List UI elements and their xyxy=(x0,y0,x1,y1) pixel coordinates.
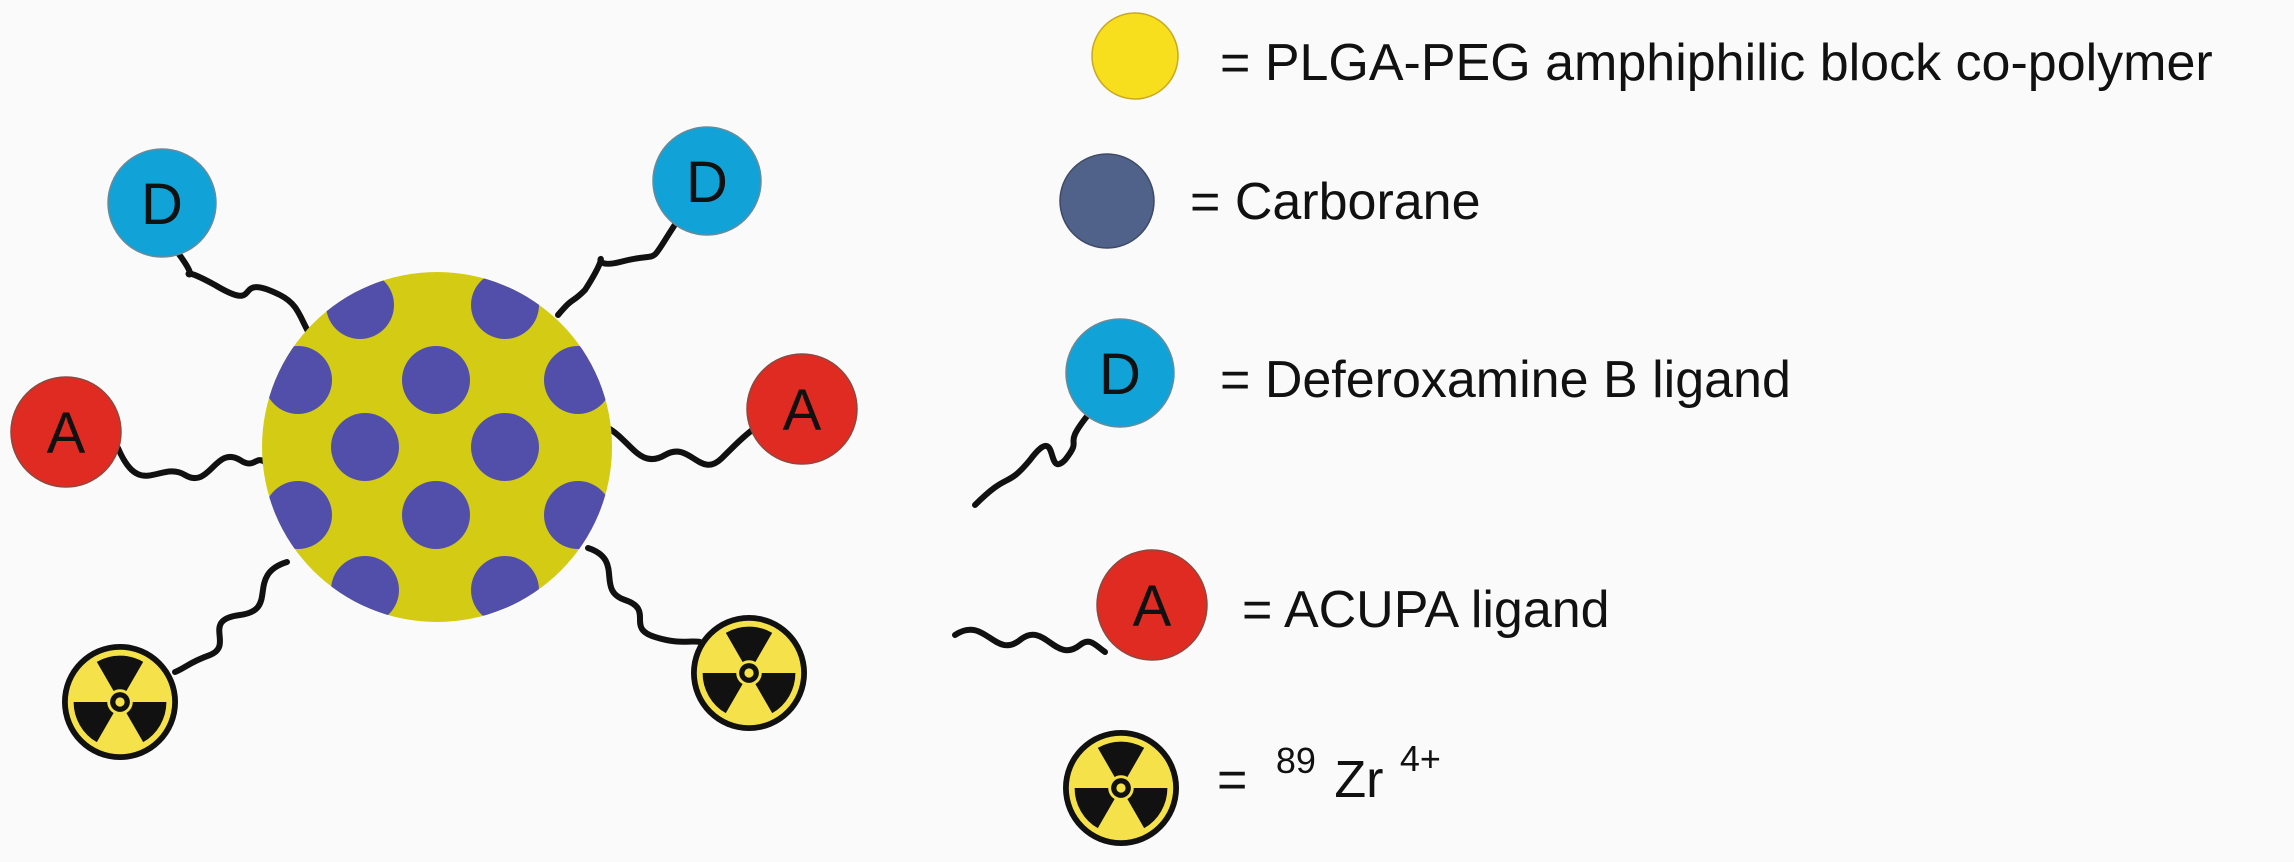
acupa-letter: A xyxy=(1133,574,1172,639)
carborane-dot xyxy=(264,481,332,549)
red-circle-icon xyxy=(1096,549,1208,661)
trefoil-center-hole xyxy=(115,697,125,707)
blue-circle-icon xyxy=(107,148,217,258)
legend-item-acupa: A = ACUPA ligand xyxy=(952,549,1610,661)
tether-acupa-left xyxy=(115,445,268,481)
carborane-dot xyxy=(544,346,612,414)
acupa-letter: A xyxy=(783,378,822,443)
trefoil-blade xyxy=(73,702,114,743)
deferoxamine-ligand-right: D xyxy=(652,126,762,236)
zr-mass-number: 89 xyxy=(1276,740,1316,781)
tether-acupa-right xyxy=(605,425,758,468)
blue-circle-icon xyxy=(1065,318,1175,428)
trefoil-blade xyxy=(1127,788,1168,829)
trefoil-center-hole xyxy=(1116,783,1126,793)
carborane-dot xyxy=(471,272,539,339)
legend-label-carborane: = Carborane xyxy=(1190,173,1481,231)
carborane-dot xyxy=(331,556,399,622)
carborane-dot xyxy=(471,413,539,481)
carborane-dot xyxy=(402,481,470,549)
radiation-trefoil-icon xyxy=(1063,730,1179,846)
trefoil-blade xyxy=(725,626,773,662)
blue-circle-icon xyxy=(652,126,762,236)
legend-item-deferoxamine: D = Deferoxamine B ligand xyxy=(972,318,1791,508)
tether-deferoxamine-right xyxy=(555,220,679,318)
yellow-circle-icon xyxy=(1091,12,1179,100)
zr-equals: = xyxy=(1217,751,1247,809)
trefoil-blade xyxy=(126,702,167,743)
deferoxamine-letter: D xyxy=(686,150,728,215)
trefoil-blade xyxy=(1097,741,1145,777)
plga-peg-core-circle xyxy=(262,272,612,622)
tether-zirconium-right xyxy=(585,545,703,645)
trefoil-blade xyxy=(1074,788,1115,829)
zr-symbol: Zr xyxy=(1334,751,1383,809)
legend-label-deferoxamine: = Deferoxamine B ligand xyxy=(1220,351,1791,409)
carborane-dot xyxy=(331,413,399,481)
zr-charge: 4+ xyxy=(1400,738,1441,779)
radiation-trefoil-icon xyxy=(62,644,178,760)
legend-label-acupa: = ACUPA ligand xyxy=(1242,581,1610,639)
carborane-dot xyxy=(264,346,332,414)
tether-zirconium-left xyxy=(172,559,290,675)
legend-item-zirconium: = 89 Zr 4+ xyxy=(1063,727,1441,846)
legend-item-carborane: = Carborane xyxy=(1059,153,1481,249)
carborane-dot xyxy=(402,346,470,414)
nanoparticle-assembly: D D A A xyxy=(10,126,858,760)
legend-label-zirconium: = 89 Zr 4+ xyxy=(1217,727,1441,809)
acupa-letter: A xyxy=(47,401,86,466)
deferoxamine-letter: D xyxy=(141,172,183,237)
acupa-ligand-right: A xyxy=(746,353,858,465)
legend: = PLGA-PEG amphiphilic block co-polymer … xyxy=(952,12,2213,846)
deferoxamine-ligand-left: D xyxy=(107,148,217,258)
red-circle-icon xyxy=(10,376,122,488)
trefoil-blade xyxy=(702,673,743,714)
legend-item-polymer: = PLGA-PEG amphiphilic block co-polymer xyxy=(1091,12,2213,100)
carborane-dot xyxy=(544,481,612,549)
nanoparticle-core xyxy=(262,272,612,622)
trefoil-blade xyxy=(96,655,144,691)
legend-tether-deferoxamine xyxy=(972,412,1091,508)
red-circle-icon xyxy=(746,353,858,465)
trefoil-blade xyxy=(755,673,796,714)
trefoil-center-hole xyxy=(744,668,754,678)
acupa-ligand-left: A xyxy=(10,376,122,488)
legend-label-polymer: = PLGA-PEG amphiphilic block co-polymer xyxy=(1220,34,2213,92)
radiation-trefoil-icon xyxy=(691,615,807,731)
slate-circle-icon xyxy=(1059,153,1155,249)
carborane-dot xyxy=(471,556,539,622)
legend-tether-acupa xyxy=(952,626,1108,655)
carborane-dot xyxy=(326,272,394,339)
deferoxamine-letter: D xyxy=(1099,342,1141,407)
tether-deferoxamine-left xyxy=(169,242,315,341)
